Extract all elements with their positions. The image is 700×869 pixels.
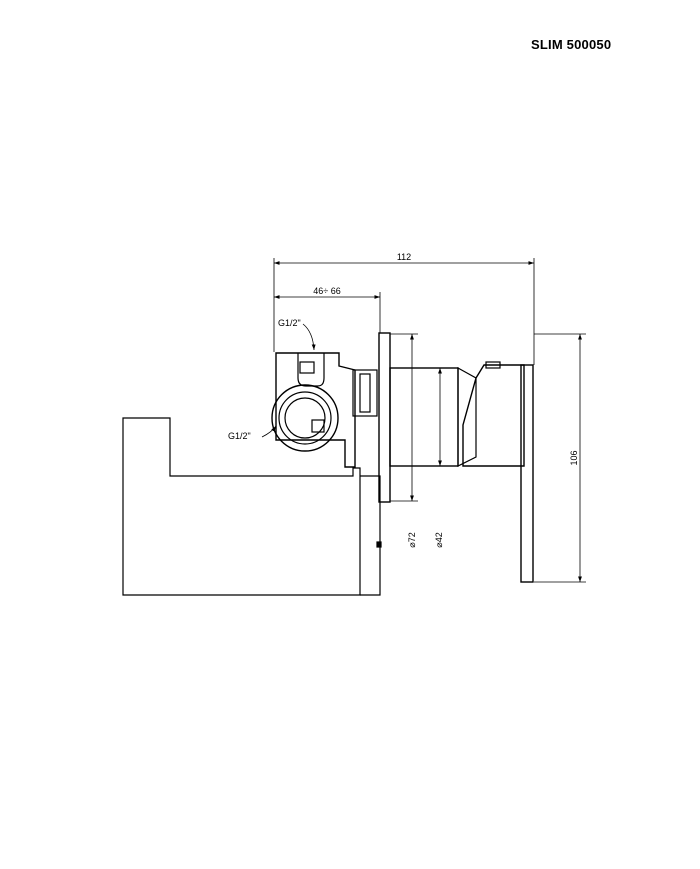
side-connection-mid [278, 391, 332, 445]
page-title: SLIM 500050 [531, 37, 612, 52]
lever-pin [485, 361, 501, 369]
wall-cavity-edge [360, 475, 381, 596]
leader-top-thread [302, 323, 316, 351]
lever-plate [520, 364, 534, 583]
dim-112-label: 112 [397, 252, 411, 262]
dim-d72-label: ⌀72 [407, 532, 417, 547]
top-connection-nut [299, 361, 315, 374]
side-connection-inner [284, 397, 326, 439]
dim-range-label: 46÷ 66 [313, 286, 340, 296]
leader-side-thread [261, 425, 277, 438]
side-connection-outer [271, 384, 339, 452]
dim-d42-label: ⌀42 [434, 532, 444, 547]
wall-section [122, 417, 361, 596]
cartridge-body [389, 367, 459, 467]
dim-106-label: 106 [569, 450, 579, 465]
top-connection [297, 353, 325, 387]
hex-adaptor [352, 369, 378, 417]
side-connection-key [311, 419, 325, 433]
cartridge-taper [457, 366, 477, 467]
top-thread-label: G1/2" [278, 318, 301, 328]
valve-body [275, 352, 356, 468]
side-thread-label: G1/2" [228, 431, 251, 441]
cover-plate [378, 332, 391, 503]
lever-base [462, 364, 525, 467]
wall-plug [376, 541, 382, 548]
hex-adaptor-detail [359, 373, 371, 413]
